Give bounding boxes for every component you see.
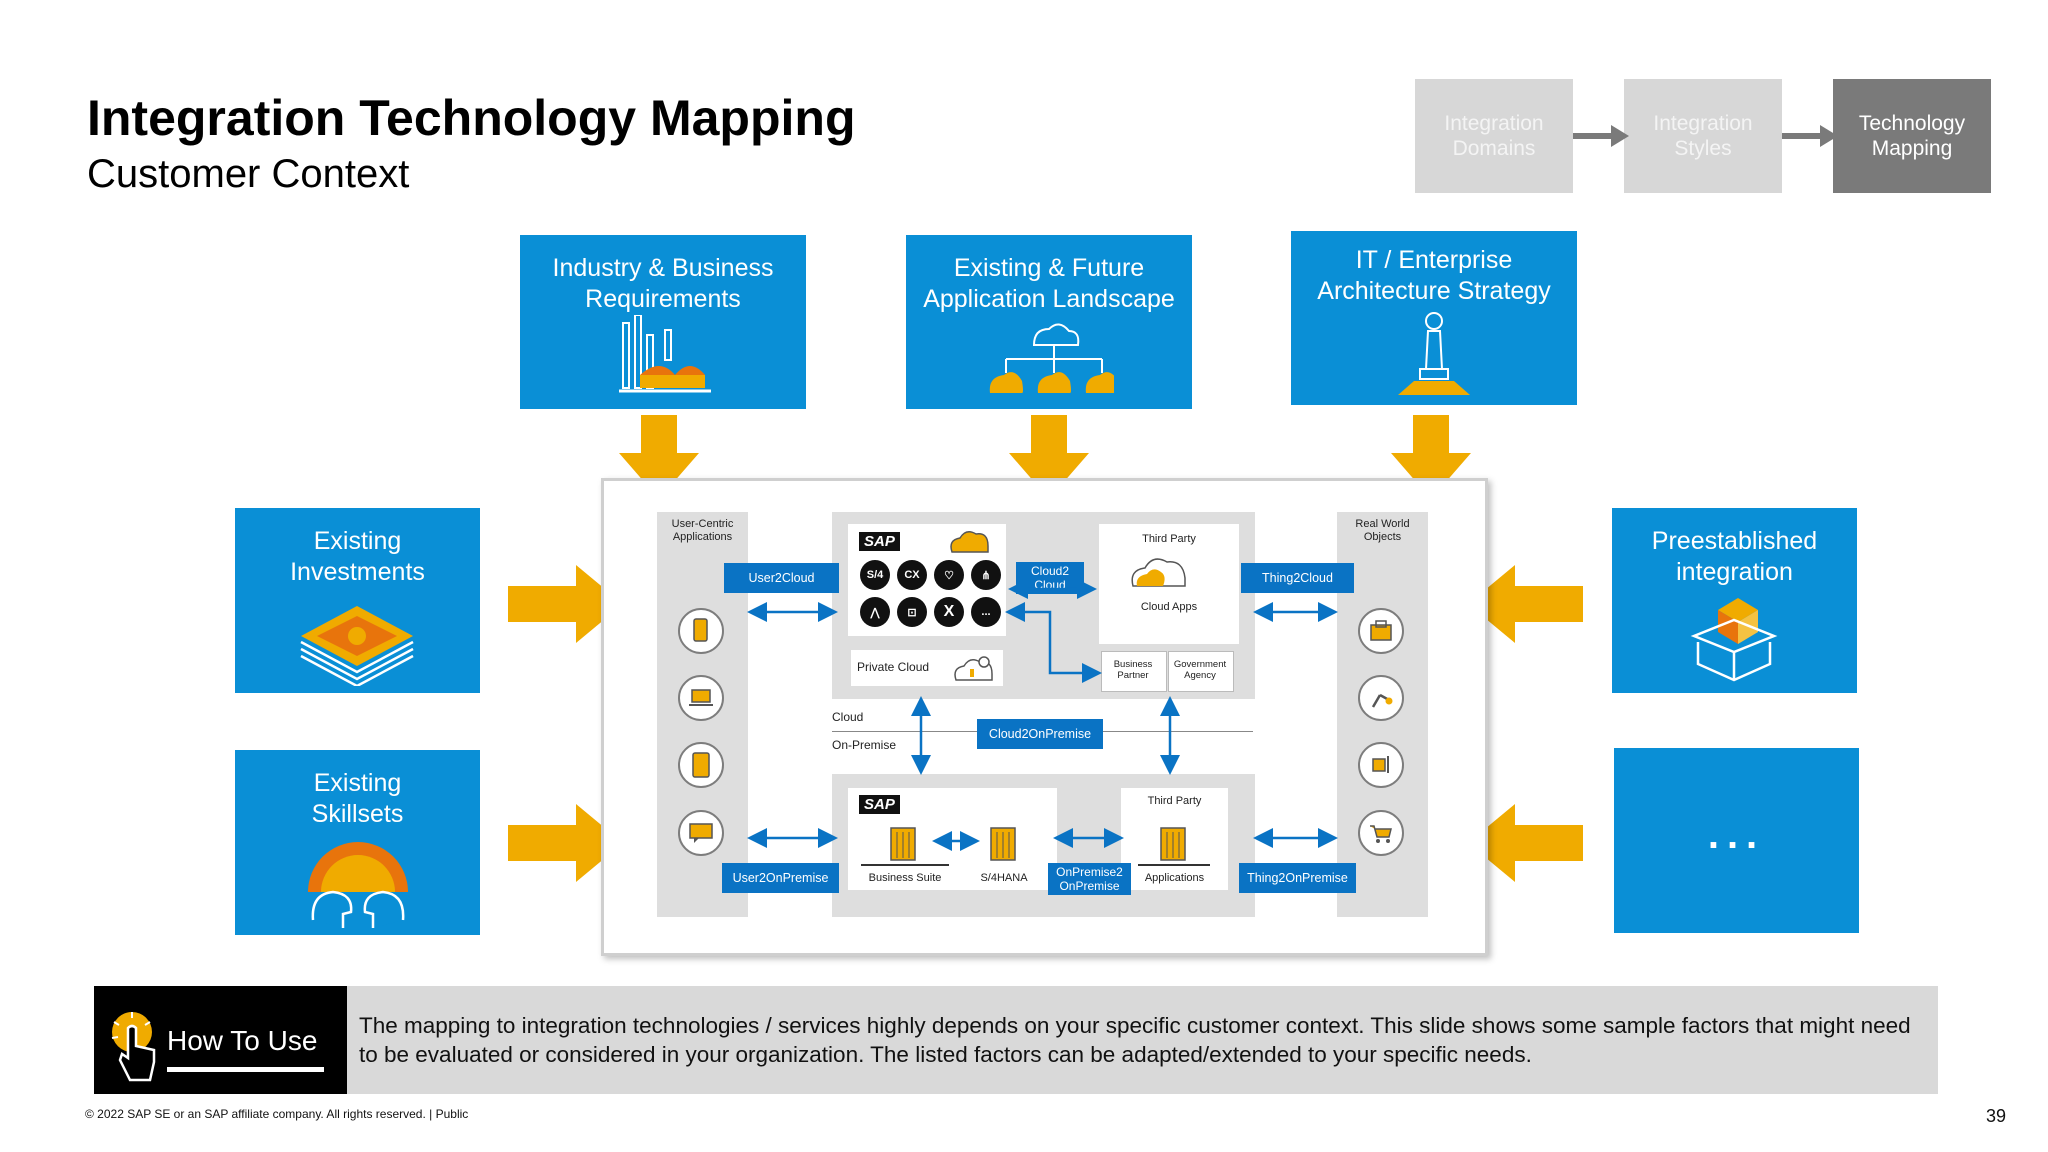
third-party-label: Third Party: [1142, 533, 1196, 545]
arrow-down-icon: [1009, 415, 1089, 499]
sap-logo: SAP: [859, 795, 900, 814]
how-to-use-underline: [167, 1067, 324, 1072]
factor-preestablished-integration: Preestablished integration: [1612, 508, 1857, 693]
factor-architecture-strategy: IT / Enterprise Architecture Strategy: [1291, 231, 1577, 405]
step-label: Technology Mapping: [1858, 112, 1966, 160]
factor-label: IT / Enterprise Architecture Strategy: [1317, 246, 1551, 305]
chess-pawn-icon: [1398, 312, 1470, 395]
thing2onpremise-tag: Thing2OnPremise: [1239, 863, 1356, 893]
step-label: Integration Domains: [1444, 112, 1544, 160]
real-world-label: Real World Objects: [1355, 518, 1410, 543]
factor-label: Existing Skillsets: [311, 769, 404, 828]
divider: [861, 864, 949, 866]
product-badge: CX: [897, 560, 927, 590]
business-partner-label: Business Partner: [1113, 659, 1153, 681]
factor-existing-skillsets: Existing Skillsets: [235, 750, 480, 935]
building-icon: [990, 827, 1016, 861]
product-badge: X: [934, 597, 964, 627]
package-icon: [1690, 598, 1778, 682]
how-to-use-label: How To Use: [167, 1025, 318, 1056]
factor-label: Existing Investments: [290, 527, 425, 586]
applications-label: Applications: [1144, 872, 1205, 884]
factor-ellipsis: ...: [1707, 813, 1766, 857]
business-suite-label: Business Suite: [868, 872, 942, 884]
factor-existing-investments: Existing Investments: [235, 508, 480, 693]
product-badge: ♡: [934, 560, 964, 590]
page-subtitle: Customer Context: [87, 152, 410, 196]
forklift-icon: [1358, 742, 1404, 788]
cloud2onpremise-tag: Cloud2OnPremise: [977, 719, 1103, 749]
cart-icon: [1358, 810, 1404, 856]
mobile-user-icon: [678, 608, 724, 654]
private-cloud-label: Private Cloud: [857, 660, 930, 674]
robot-arm-icon: [1358, 675, 1404, 721]
step-technology-mapping: Technology Mapping: [1833, 79, 1991, 193]
building-icon: [890, 827, 916, 861]
private-cloud-icon: [954, 656, 993, 681]
building-icon: [1160, 827, 1186, 861]
page-title: Integration Technology Mapping: [87, 90, 856, 146]
step-integration-styles: Integration Styles: [1624, 79, 1782, 193]
factor-label: Existing & Future Application Landscape: [923, 254, 1175, 313]
factor-industry-business: Industry & Business Requirements: [520, 235, 806, 409]
step-arrow-icon: [1573, 125, 1629, 147]
cloud-divider-label: Cloud: [832, 710, 864, 724]
product-badge: ...: [971, 597, 1001, 627]
factor-more: ...: [1614, 748, 1859, 933]
s4hana-label: S/4HANA: [980, 872, 1028, 884]
arrow-right-icon: [508, 804, 623, 882]
tablet-icon: [678, 742, 724, 788]
arrow-down-icon: [1391, 415, 1471, 499]
how-to-use-box: How To Use: [94, 986, 347, 1094]
product-badge: S/4: [860, 560, 890, 590]
factor-application-landscape: Existing & Future Application Landscape: [906, 235, 1192, 409]
arrow-right-icon: [508, 565, 623, 643]
how-to-use-text: The mapping to integration technologies …: [359, 1013, 1911, 1067]
arrow-left-icon: [1468, 565, 1583, 643]
money-stack-icon: [300, 606, 414, 686]
arrow-down-icon: [619, 415, 699, 499]
user2onpremise-tag: User2OnPremise: [722, 863, 839, 893]
thing2cloud-tag: Thing2Cloud: [1241, 563, 1354, 593]
factor-label: Preestablished integration: [1651, 527, 1818, 586]
product-badge: ⊡: [897, 597, 927, 627]
onpremise-divider-label: On-Premise: [832, 738, 897, 752]
product-badge: ⋔: [971, 560, 1001, 590]
heads-icon: [308, 842, 408, 928]
government-agency-box: [1168, 651, 1234, 692]
laptop-icon: [678, 675, 724, 721]
business-partner-box: [1101, 651, 1167, 692]
chat-icon: [678, 810, 724, 856]
third-party-label: Third Party: [1147, 795, 1202, 807]
cloud-network-icon: [989, 323, 1114, 393]
product-badge: ⋀: [860, 597, 890, 627]
step-integration-domains: Integration Domains: [1415, 79, 1573, 193]
onpremise2onpremise-tag: OnPremise2 OnPremise: [1048, 863, 1131, 895]
factor-label: Industry & Business Requirements: [552, 254, 774, 313]
government-agency-label: Government Agency: [1173, 659, 1227, 681]
sap-logo: SAP: [859, 532, 900, 551]
cloud-apps-icon: [1131, 558, 1186, 587]
divider: [1138, 864, 1210, 866]
how-to-use-note-bar: [347, 986, 1938, 1094]
user2cloud-tag: User2Cloud: [724, 563, 839, 593]
arrow-left-icon: [1468, 804, 1583, 882]
cloud-icon: [950, 531, 989, 553]
step-arrow-icon: [1782, 125, 1838, 147]
building-icon: [1358, 608, 1404, 654]
page-number: 39: [1986, 1106, 2007, 1126]
copyright-footer: © 2022 SAP SE or an SAP affiliate compan…: [85, 1107, 469, 1121]
step-label: Integration Styles: [1653, 112, 1753, 160]
factory-icon: [619, 315, 711, 393]
pointer-hand-icon: [111, 1012, 156, 1082]
user-centric-label: User-Centric Applications: [671, 518, 734, 543]
cloud-apps-label: Cloud Apps: [1140, 601, 1198, 613]
